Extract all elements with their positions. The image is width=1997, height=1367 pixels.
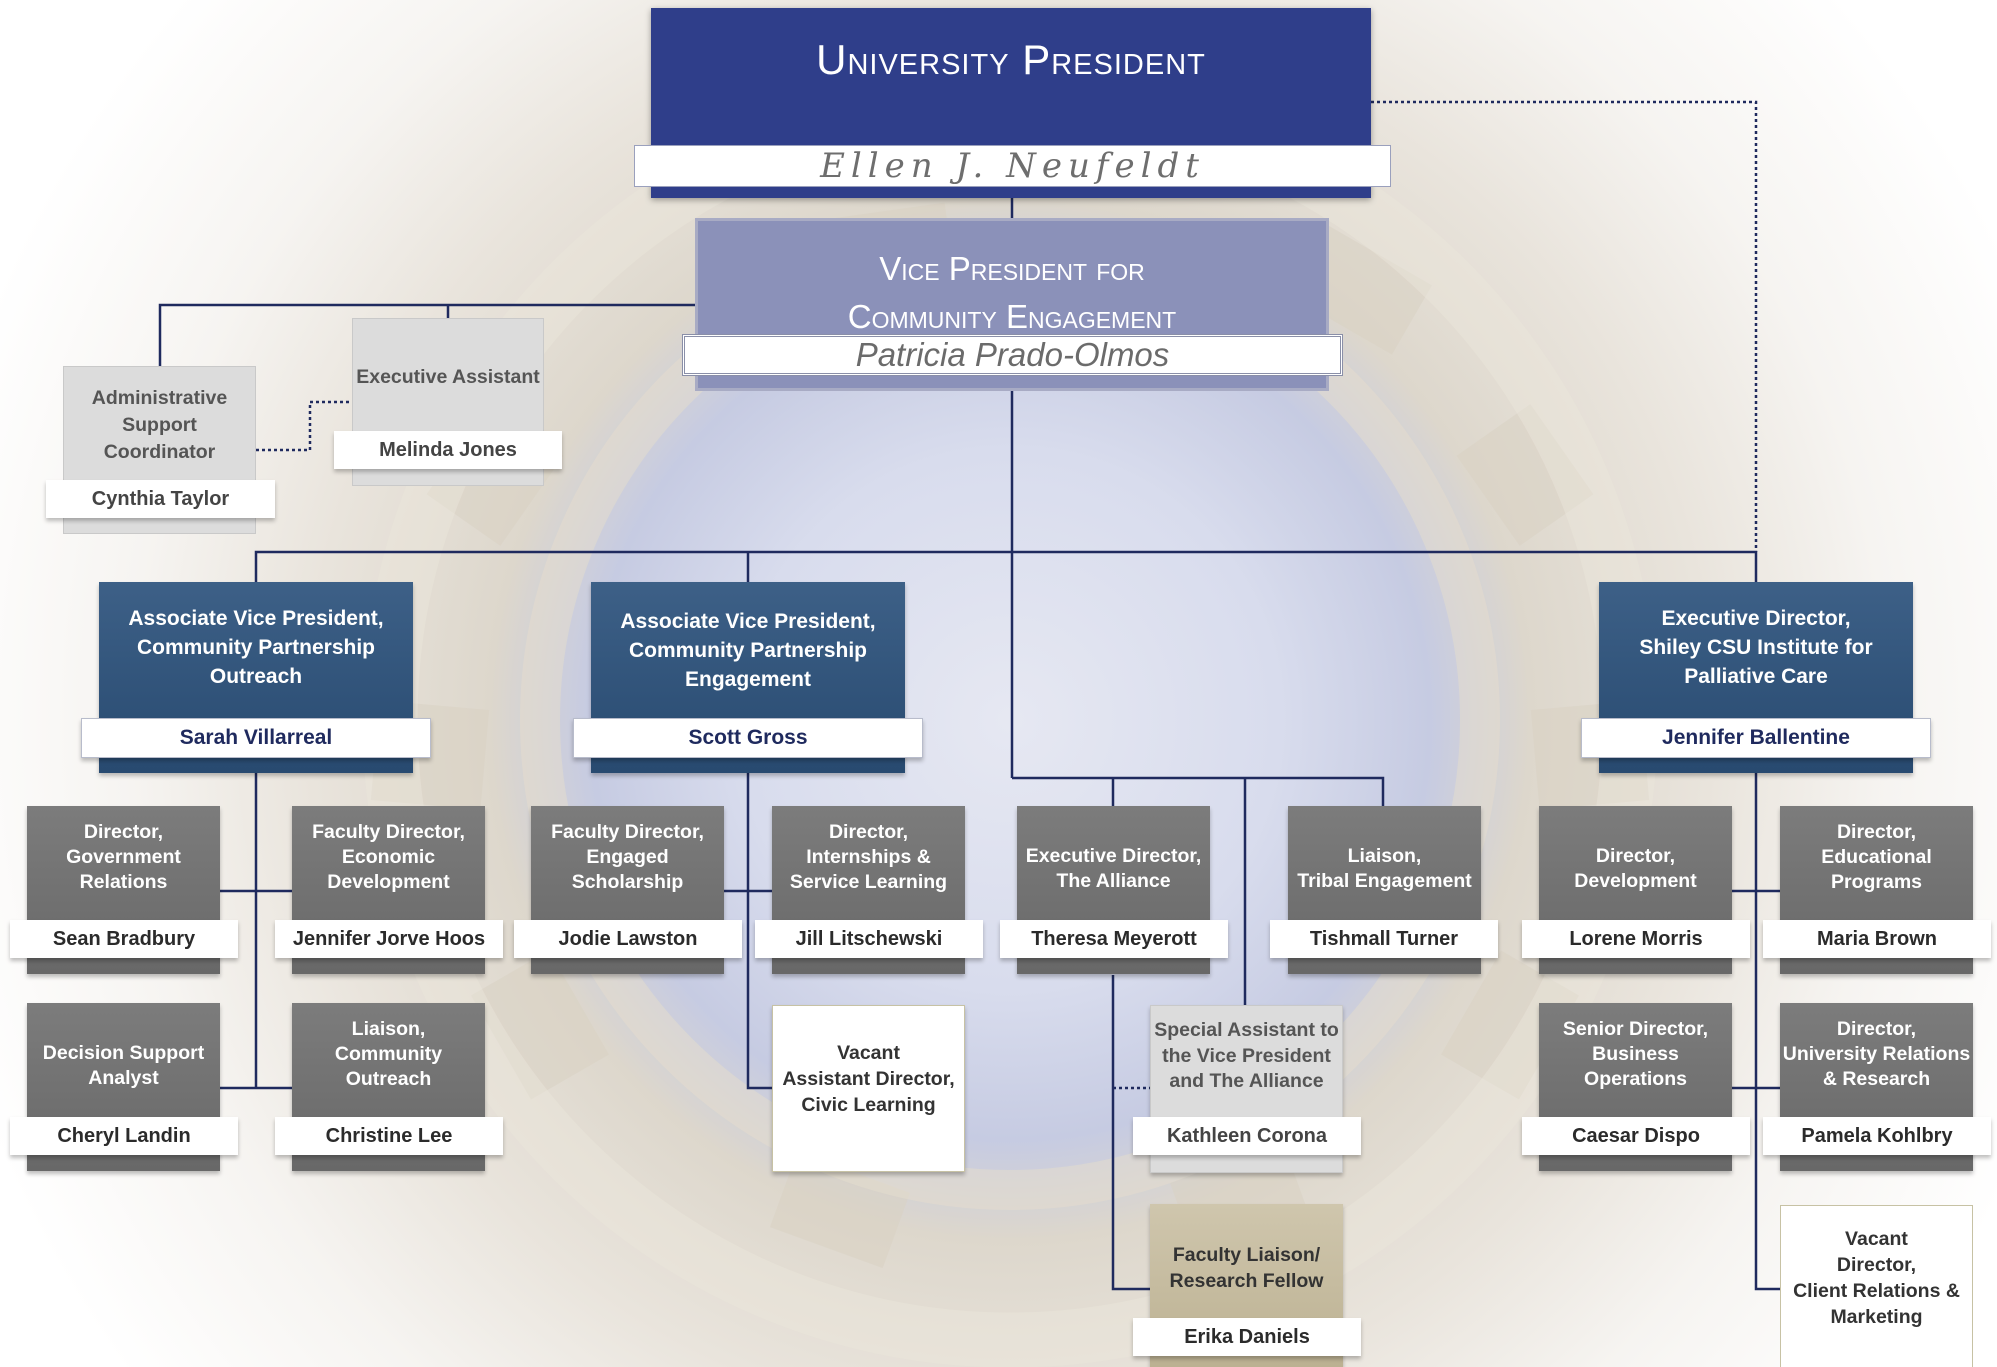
dir-univ-rel-name: Pamela Kohlbry xyxy=(1763,1117,1991,1155)
president-title: University President xyxy=(816,36,1206,83)
vacant-client-box: Vacant Director, Client Relations & Mark… xyxy=(1780,1205,1973,1367)
dir-internships-name: Jill Litschewski xyxy=(755,920,983,958)
vacant-civic-box: Vacant Assistant Director, Civic Learnin… xyxy=(772,1005,965,1172)
exec-dir-shiley-name: Jennifer Ballentine xyxy=(1581,718,1931,758)
decision-support-name: Cheryl Landin xyxy=(10,1117,238,1155)
liaison-outreach-name: Christine Lee xyxy=(275,1117,503,1155)
fac-dir-econ-name: Jennifer Jorve Hoos xyxy=(275,920,503,958)
special-assistant-name: Kathleen Corona xyxy=(1133,1117,1361,1155)
president-name: Ellen J. Neufeldt xyxy=(634,145,1391,187)
liaison-tribal-name: Tishmall Turner xyxy=(1270,920,1498,958)
avp-outreach-name: Sarah Villarreal xyxy=(81,718,431,758)
vp-title: Vice President for Community Engagement xyxy=(847,250,1177,335)
fac-dir-scholar-name: Jodie Lawston xyxy=(514,920,742,958)
admin-support-name: Cynthia Taylor xyxy=(46,480,275,518)
exec-dir-alliance-name: Theresa Meyerott xyxy=(1000,920,1228,958)
faculty-liaison-name: Erika Daniels xyxy=(1133,1318,1361,1356)
vp-name: Patricia Prado-Olmos xyxy=(682,334,1343,376)
avp-engagement-name: Scott Gross xyxy=(573,718,923,758)
sr-dir-business-name: Caesar Dispo xyxy=(1522,1117,1750,1155)
dir-edu-name: Maria Brown xyxy=(1763,920,1991,958)
dir-development-name: Lorene Morris xyxy=(1522,920,1750,958)
dir-gov-name: Sean Bradbury xyxy=(10,920,238,958)
exec-assistant-name: Melinda Jones xyxy=(334,431,562,469)
